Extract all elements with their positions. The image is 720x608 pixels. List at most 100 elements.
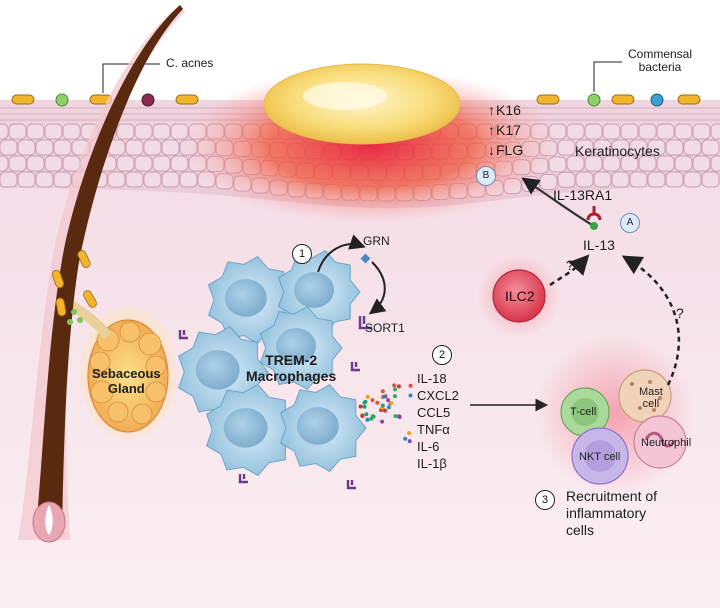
cytokine-dot bbox=[403, 436, 408, 441]
macrophages-line2: Macrophages bbox=[246, 368, 337, 384]
macrophage bbox=[207, 255, 295, 345]
mast-line2: cell bbox=[642, 398, 660, 410]
mast-line1: Mast bbox=[639, 386, 663, 398]
step2-number: 2 bbox=[432, 345, 452, 365]
keratinocyte bbox=[17, 139, 36, 156]
neutrophil-label: Neutrophil bbox=[641, 437, 692, 449]
mast-cell-label: Mast cell bbox=[639, 386, 663, 410]
keratinocyte bbox=[53, 171, 72, 188]
commensal-line1: Commensal bbox=[628, 47, 693, 61]
keratinocyte bbox=[566, 123, 585, 140]
il13ra1-receptor bbox=[586, 206, 602, 221]
keratinocyte bbox=[134, 123, 153, 140]
keratinocyte bbox=[584, 155, 603, 172]
keratinocyte bbox=[116, 155, 135, 172]
marker-list: ↑K16 ↑K17 ↓FLG bbox=[488, 100, 523, 160]
keratinocyte bbox=[593, 139, 612, 156]
pustule-highlight bbox=[303, 82, 387, 110]
commensal-bacteria-label: Commensal bacteria bbox=[628, 48, 692, 74]
il13-ligand bbox=[590, 222, 598, 230]
cytokine-particles bbox=[358, 383, 413, 444]
receptor-signal-arrow bbox=[521, 177, 595, 227]
cytokine-dot bbox=[383, 408, 387, 413]
trem2-macrophage-cluster bbox=[177, 249, 367, 490]
keratinocyte bbox=[674, 123, 693, 140]
keratinocyte bbox=[152, 123, 171, 140]
keratinocyte bbox=[683, 139, 702, 156]
keratinocyte bbox=[611, 171, 630, 188]
cytokine-dot bbox=[380, 419, 385, 424]
sort1-label: SORT1 bbox=[365, 321, 405, 335]
bacterium-rod bbox=[175, 94, 199, 105]
keratinocyte bbox=[53, 139, 72, 156]
keratinocyte bbox=[692, 123, 711, 140]
keratinocyte bbox=[8, 123, 27, 140]
inflammatory-cells bbox=[535, 335, 695, 495]
grn-binding-arrow bbox=[368, 261, 387, 315]
il13ra1-label: IL-13RA1 bbox=[553, 187, 613, 203]
keratinocyte bbox=[701, 139, 720, 156]
cytokine-item: IL-18 bbox=[417, 371, 447, 386]
keratinocyte bbox=[107, 171, 126, 188]
gland-lobules bbox=[89, 321, 167, 425]
keratinocyte bbox=[584, 123, 603, 140]
cytokine-dot bbox=[364, 412, 369, 417]
neutrophil bbox=[633, 415, 687, 469]
question-mark-cells: ? bbox=[676, 305, 684, 321]
cytokine-dot bbox=[375, 400, 380, 405]
keratinocyte bbox=[0, 155, 9, 172]
cytokine-dot bbox=[381, 394, 386, 399]
keratinocyte bbox=[611, 139, 630, 156]
cytokine-dot bbox=[386, 405, 391, 410]
keratinocyte bbox=[0, 139, 18, 156]
keratinocyte bbox=[602, 123, 621, 140]
keratinocyte bbox=[134, 155, 153, 172]
keratinocyte bbox=[17, 171, 36, 188]
keratinocyte bbox=[161, 139, 180, 156]
macrophages-line1: TREM-2 bbox=[265, 352, 318, 368]
cytokine-dot bbox=[393, 414, 398, 419]
keratinocyte bbox=[179, 171, 198, 188]
keratinocyte bbox=[26, 123, 45, 140]
cytokine-dot bbox=[380, 403, 385, 408]
recruitment-line2: inflammatory bbox=[566, 505, 647, 521]
keratinocyte bbox=[143, 171, 162, 188]
cytokine-list: IL-18 CXCL2 CCL5 TNFα IL-6 IL-1β bbox=[417, 370, 459, 472]
keratinocyte bbox=[44, 155, 63, 172]
ilc2-cell bbox=[492, 269, 546, 323]
cytokine-dot bbox=[396, 384, 401, 389]
sebaceous-line1: Sebaceous bbox=[92, 366, 161, 381]
il13-label: IL-13 bbox=[583, 237, 615, 253]
macrophage bbox=[205, 383, 297, 477]
recruitment-line3: cells bbox=[566, 522, 595, 538]
badge-a: A bbox=[620, 213, 640, 233]
keratinocyte bbox=[629, 171, 648, 188]
trem2-receptor bbox=[178, 330, 188, 340]
step1-number: 1 bbox=[292, 244, 312, 264]
cytokine-dot bbox=[386, 398, 391, 403]
keratinocyte bbox=[0, 123, 9, 140]
cytokine-dot bbox=[393, 394, 397, 399]
marker-name: FLG bbox=[496, 142, 524, 158]
cells-to-il13-arrow bbox=[621, 255, 681, 386]
cytokine-item: IL-6 bbox=[417, 439, 440, 454]
marker-arrow: ↑ bbox=[488, 102, 495, 118]
hair-follicle bbox=[18, 5, 185, 543]
recruitment-label: Recruitment of inflammatory cells bbox=[566, 488, 657, 539]
cytokine-dot bbox=[407, 431, 411, 436]
ilc2-label: ILC2 bbox=[505, 288, 535, 304]
keratinocyte bbox=[593, 171, 612, 188]
keratinocytes-label: Keratinocytes bbox=[575, 143, 660, 159]
hair-shaft bbox=[36, 5, 183, 530]
keratinocyte bbox=[683, 171, 702, 188]
keratinocyte bbox=[116, 123, 135, 140]
cytokine-dot bbox=[360, 414, 365, 418]
keratinocyte bbox=[575, 171, 594, 188]
cytokine-dot bbox=[392, 383, 397, 388]
keratinocyte bbox=[647, 171, 666, 188]
bacterium-cocci bbox=[55, 93, 69, 107]
dermal-papilla bbox=[45, 505, 53, 535]
commensal-line2: bacteria bbox=[638, 60, 682, 74]
trem2-receptor bbox=[238, 474, 248, 484]
